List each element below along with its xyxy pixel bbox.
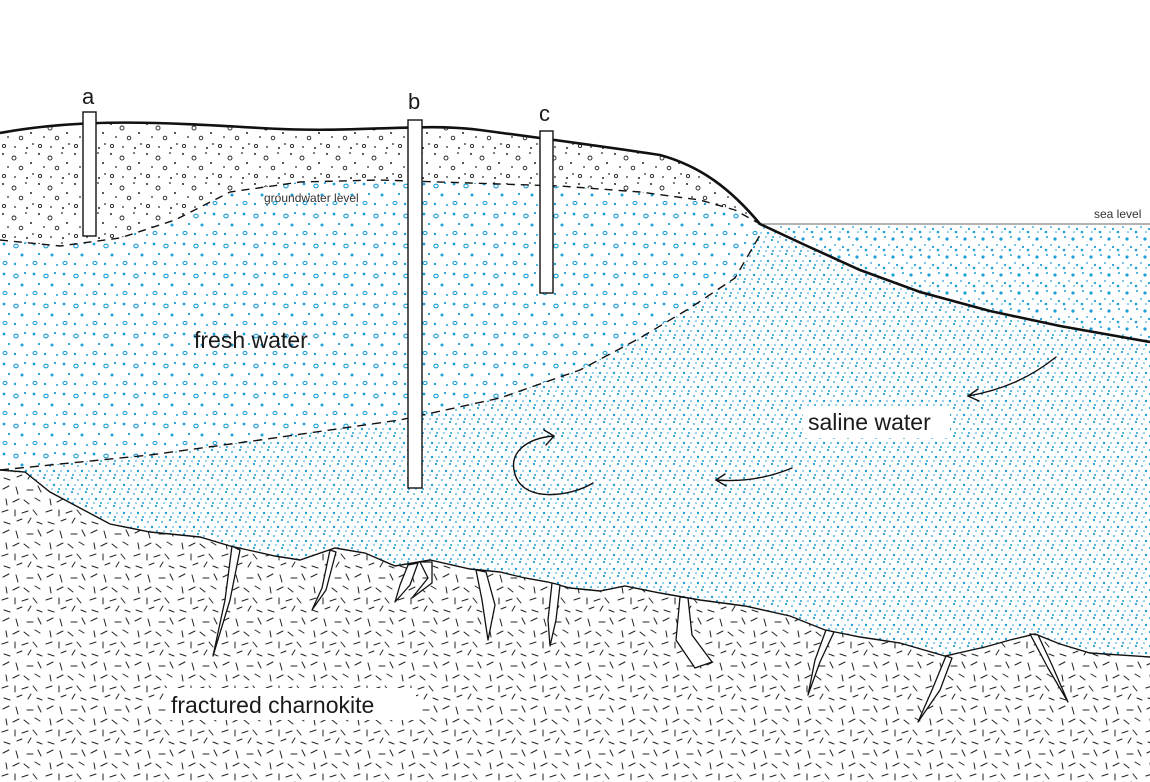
- arrowhead: [966, 388, 980, 402]
- arrowhead: [543, 429, 556, 446]
- fracture: [212, 545, 241, 657]
- well-c: [539, 130, 554, 294]
- bedrock-fractures: [212, 545, 1069, 723]
- groundwater-level-label: groundwater level: [264, 191, 359, 205]
- arrowhead: [714, 473, 727, 487]
- fracture: [411, 561, 433, 599]
- bedrock-label: fractured charnokite: [171, 692, 374, 718]
- fracture: [311, 549, 337, 611]
- bedrock-surface-line: [0, 469, 1150, 658]
- well-b-label: b: [408, 89, 420, 114]
- well-a: [82, 111, 97, 237]
- flow-arrow-circulation: [513, 435, 594, 496]
- fresh-water-region: [0, 180, 760, 470]
- freshwater-saline-interface-line: [0, 234, 761, 471]
- sea-region: [760, 224, 1150, 342]
- fracture: [675, 596, 713, 669]
- saline-water-label: saline water: [808, 409, 931, 435]
- fresh-water-label: fresh water: [194, 327, 308, 353]
- flow-arrow-saline-inflow: [967, 356, 1057, 397]
- sea-level-label: sea level: [1094, 207, 1141, 221]
- ground-surface-line: [0, 121, 1150, 344]
- saline-water-region: [0, 224, 1150, 657]
- flow-arrow-saline-lower: [715, 467, 793, 482]
- well-b: [407, 119, 423, 489]
- wells: [82, 111, 554, 489]
- saline-water-label-bg: [803, 406, 950, 438]
- bedrock-label-bg: [166, 688, 416, 720]
- fracture: [1029, 633, 1069, 703]
- well-c-label: c: [539, 101, 550, 126]
- fracture: [547, 582, 561, 647]
- well-a-label: a: [82, 84, 95, 109]
- fracture: [475, 569, 496, 641]
- unsaturated-sand-region: [0, 122, 760, 246]
- fracture: [807, 629, 835, 696]
- flow-arrows: [513, 356, 1057, 496]
- fracture: [917, 655, 953, 723]
- fracture: [394, 562, 419, 603]
